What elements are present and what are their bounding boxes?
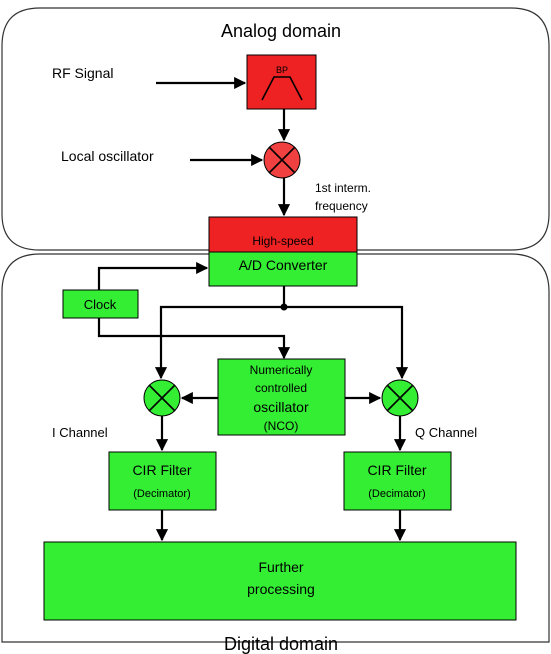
- adc-block-bottom: [208, 251, 358, 287]
- q-channel-mixer-icon: [381, 379, 419, 417]
- local-oscillator-label: Local oscillator: [61, 148, 154, 164]
- analog-domain-box: [1, 7, 550, 251]
- bandpass-filter-label: BP: [276, 65, 288, 75]
- digital-domain-title: Digital domain: [224, 634, 338, 654]
- bandpass-filter-icon: [261, 76, 303, 101]
- clock-label: Clock: [84, 297, 117, 312]
- nco-block: [217, 358, 346, 436]
- adc-to-q-mixer-arrow: [284, 305, 409, 380]
- i-channel-label: I Channel: [52, 425, 108, 440]
- analog-domain-title: Analog domain: [221, 21, 341, 41]
- clock-to-nco-arrow: [97, 318, 291, 360]
- i-channel-mixer-icon: [143, 379, 181, 417]
- cir-filter-left-title: CIR Filter: [132, 462, 191, 478]
- intermediate-frequency-label-line1: 1st interm.: [315, 181, 371, 195]
- nco-label-line2: controlled: [255, 381, 307, 395]
- cir-filter-left-block: [108, 451, 217, 511]
- rf-signal-label: RF Signal: [52, 65, 113, 81]
- cir-filter-right-block: [343, 451, 452, 511]
- adc-label-top: High-speed: [252, 234, 313, 248]
- q-channel-label: Q Channel: [415, 425, 477, 440]
- further-processing-line1: Further: [258, 559, 303, 575]
- clock-block: [62, 289, 139, 319]
- adc-block-top: [208, 216, 358, 253]
- further-processing-line2: processing: [247, 581, 315, 597]
- adc-label-bottom: A/D Converter: [239, 257, 328, 273]
- nco-label-line3: oscillator: [253, 399, 309, 415]
- analog-mixer-icon: [263, 141, 301, 179]
- cir-filter-left-subtitle: (Decimator): [133, 488, 190, 500]
- cir-filter-right-subtitle: (Decimator): [368, 488, 425, 500]
- nco-label-line4: (NCO): [264, 419, 299, 433]
- bandpass-filter-block: [246, 54, 317, 110]
- cir-filter-right-title: CIR Filter: [367, 462, 426, 478]
- adc-to-i-mixer-arrow: [154, 305, 284, 380]
- nco-label-line1: Numerically: [250, 363, 313, 377]
- further-processing-block: [43, 541, 517, 621]
- clock-to-adc-arrow: [97, 261, 209, 290]
- intermediate-frequency-label-line2: frequency: [315, 199, 368, 213]
